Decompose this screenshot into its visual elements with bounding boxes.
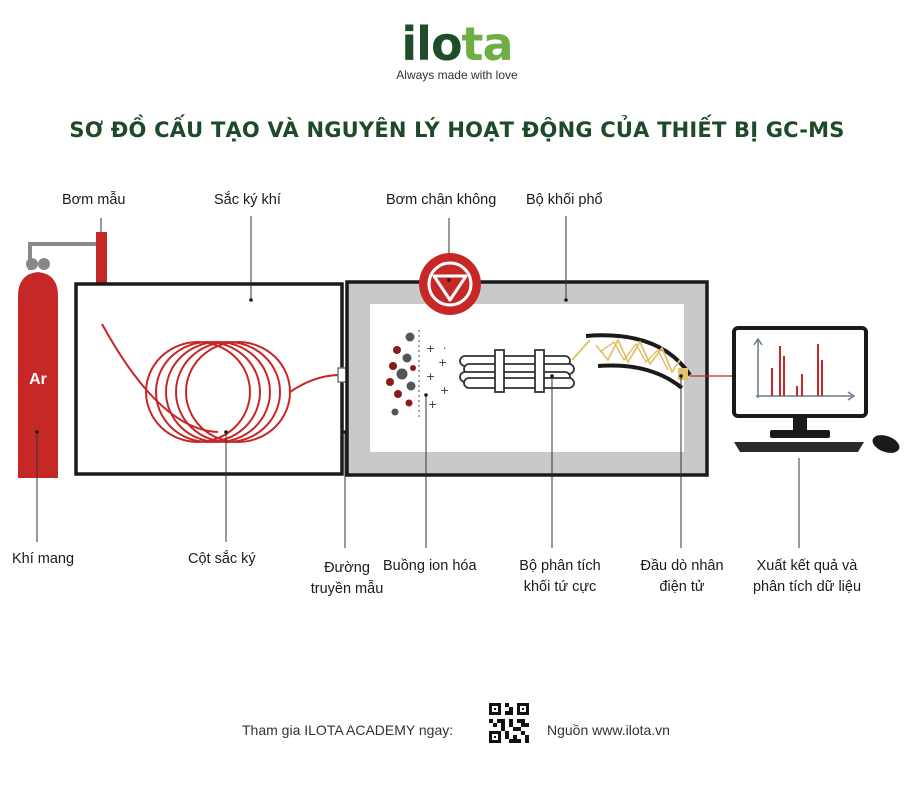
svg-text:+: +: [440, 384, 449, 397]
logo-wordmark: ilota: [0, 18, 914, 70]
label-bo-phan-tich-line1: Bộ phân tích: [519, 558, 601, 574]
label-bo-phan-tich: Bộ phân tích khối tứ cực: [510, 556, 610, 598]
quadrupole-rods: [459, 349, 575, 393]
argon-cylinder: Ar: [18, 242, 100, 478]
svg-text:+: +: [438, 356, 447, 369]
label-dau-do-line1: Đầu dò nhân: [640, 558, 724, 574]
footer-source-text[interactable]: Nguồn www.ilota.vn: [547, 722, 670, 738]
qr-code-icon[interactable]: [489, 703, 529, 743]
page-title: SƠ ĐỒ CẤU TẠO VÀ NGUYÊN LÝ HOẠT ĐỘNG CỦA…: [69, 118, 845, 142]
label-duong-line1: Đường: [324, 560, 370, 576]
label-bo-phan-tich-line2: khối tứ cực: [523, 579, 597, 595]
svg-text:·: ·: [443, 342, 447, 355]
cylinder-valve-right: [38, 258, 50, 270]
logo-part-b: ta: [461, 17, 514, 71]
label-cot-sac-ky: Cột sắc ký: [188, 551, 256, 567]
cylinder-valve-left: [26, 258, 38, 270]
label-khi-mang: Khí mang: [12, 551, 75, 567]
label-xuat-line2: phân tích dữ liệu: [752, 579, 862, 595]
svg-text:+: +: [426, 342, 435, 355]
label-duong-truyen-mau: Đường truyền mẫu: [304, 558, 390, 600]
ion-beam: [571, 339, 591, 361]
svg-text:+: +: [428, 398, 437, 411]
brand-logo: ilota Always made with love: [0, 18, 914, 82]
label-bom-chan-khong: Bơm chân không: [386, 192, 497, 208]
leader-dots: [35, 278, 683, 434]
label-dau-do: Đầu dò nhân điện tử: [632, 556, 732, 598]
column-outlet: [289, 374, 341, 393]
electron-multiplier: [585, 333, 692, 390]
svg-text:+: +: [426, 370, 435, 383]
cylinder-body: [18, 272, 58, 478]
label-buong-ion-hoa: Buồng ion hóa: [383, 558, 477, 574]
injector: [96, 232, 107, 324]
label-xuat-ket-qua: Xuất kết quả và phân tích dữ liệu: [742, 556, 872, 598]
logo-tagline: Always made with love: [396, 68, 518, 82]
leader-lines: [36, 216, 800, 548]
label-bo-khoi-pho: Bộ khối phổ: [526, 192, 603, 208]
label-dau-do-line2: điện tử: [659, 579, 705, 595]
vacuum-pump-icon: [419, 253, 481, 315]
gc-oven-box: [74, 282, 344, 476]
computer-monitor: [732, 326, 900, 453]
logo-part-a: ilo: [401, 17, 462, 71]
label-xuat-line1: Xuất kết quả và: [756, 558, 858, 574]
label-duong-line2: truyền mẫu: [310, 581, 384, 597]
footer-join-text: Tham gia ILOTA ACADEMY ngay:: [242, 722, 454, 738]
ionization-particles: + + + + + ·: [386, 330, 449, 420]
gc-column-coil: [145, 341, 291, 443]
label-sac-ky-khi: Sắc ký khí: [214, 192, 281, 208]
label-bom-mau: Bơm mẫu: [62, 192, 126, 208]
cylinder-label: Ar: [29, 371, 47, 388]
